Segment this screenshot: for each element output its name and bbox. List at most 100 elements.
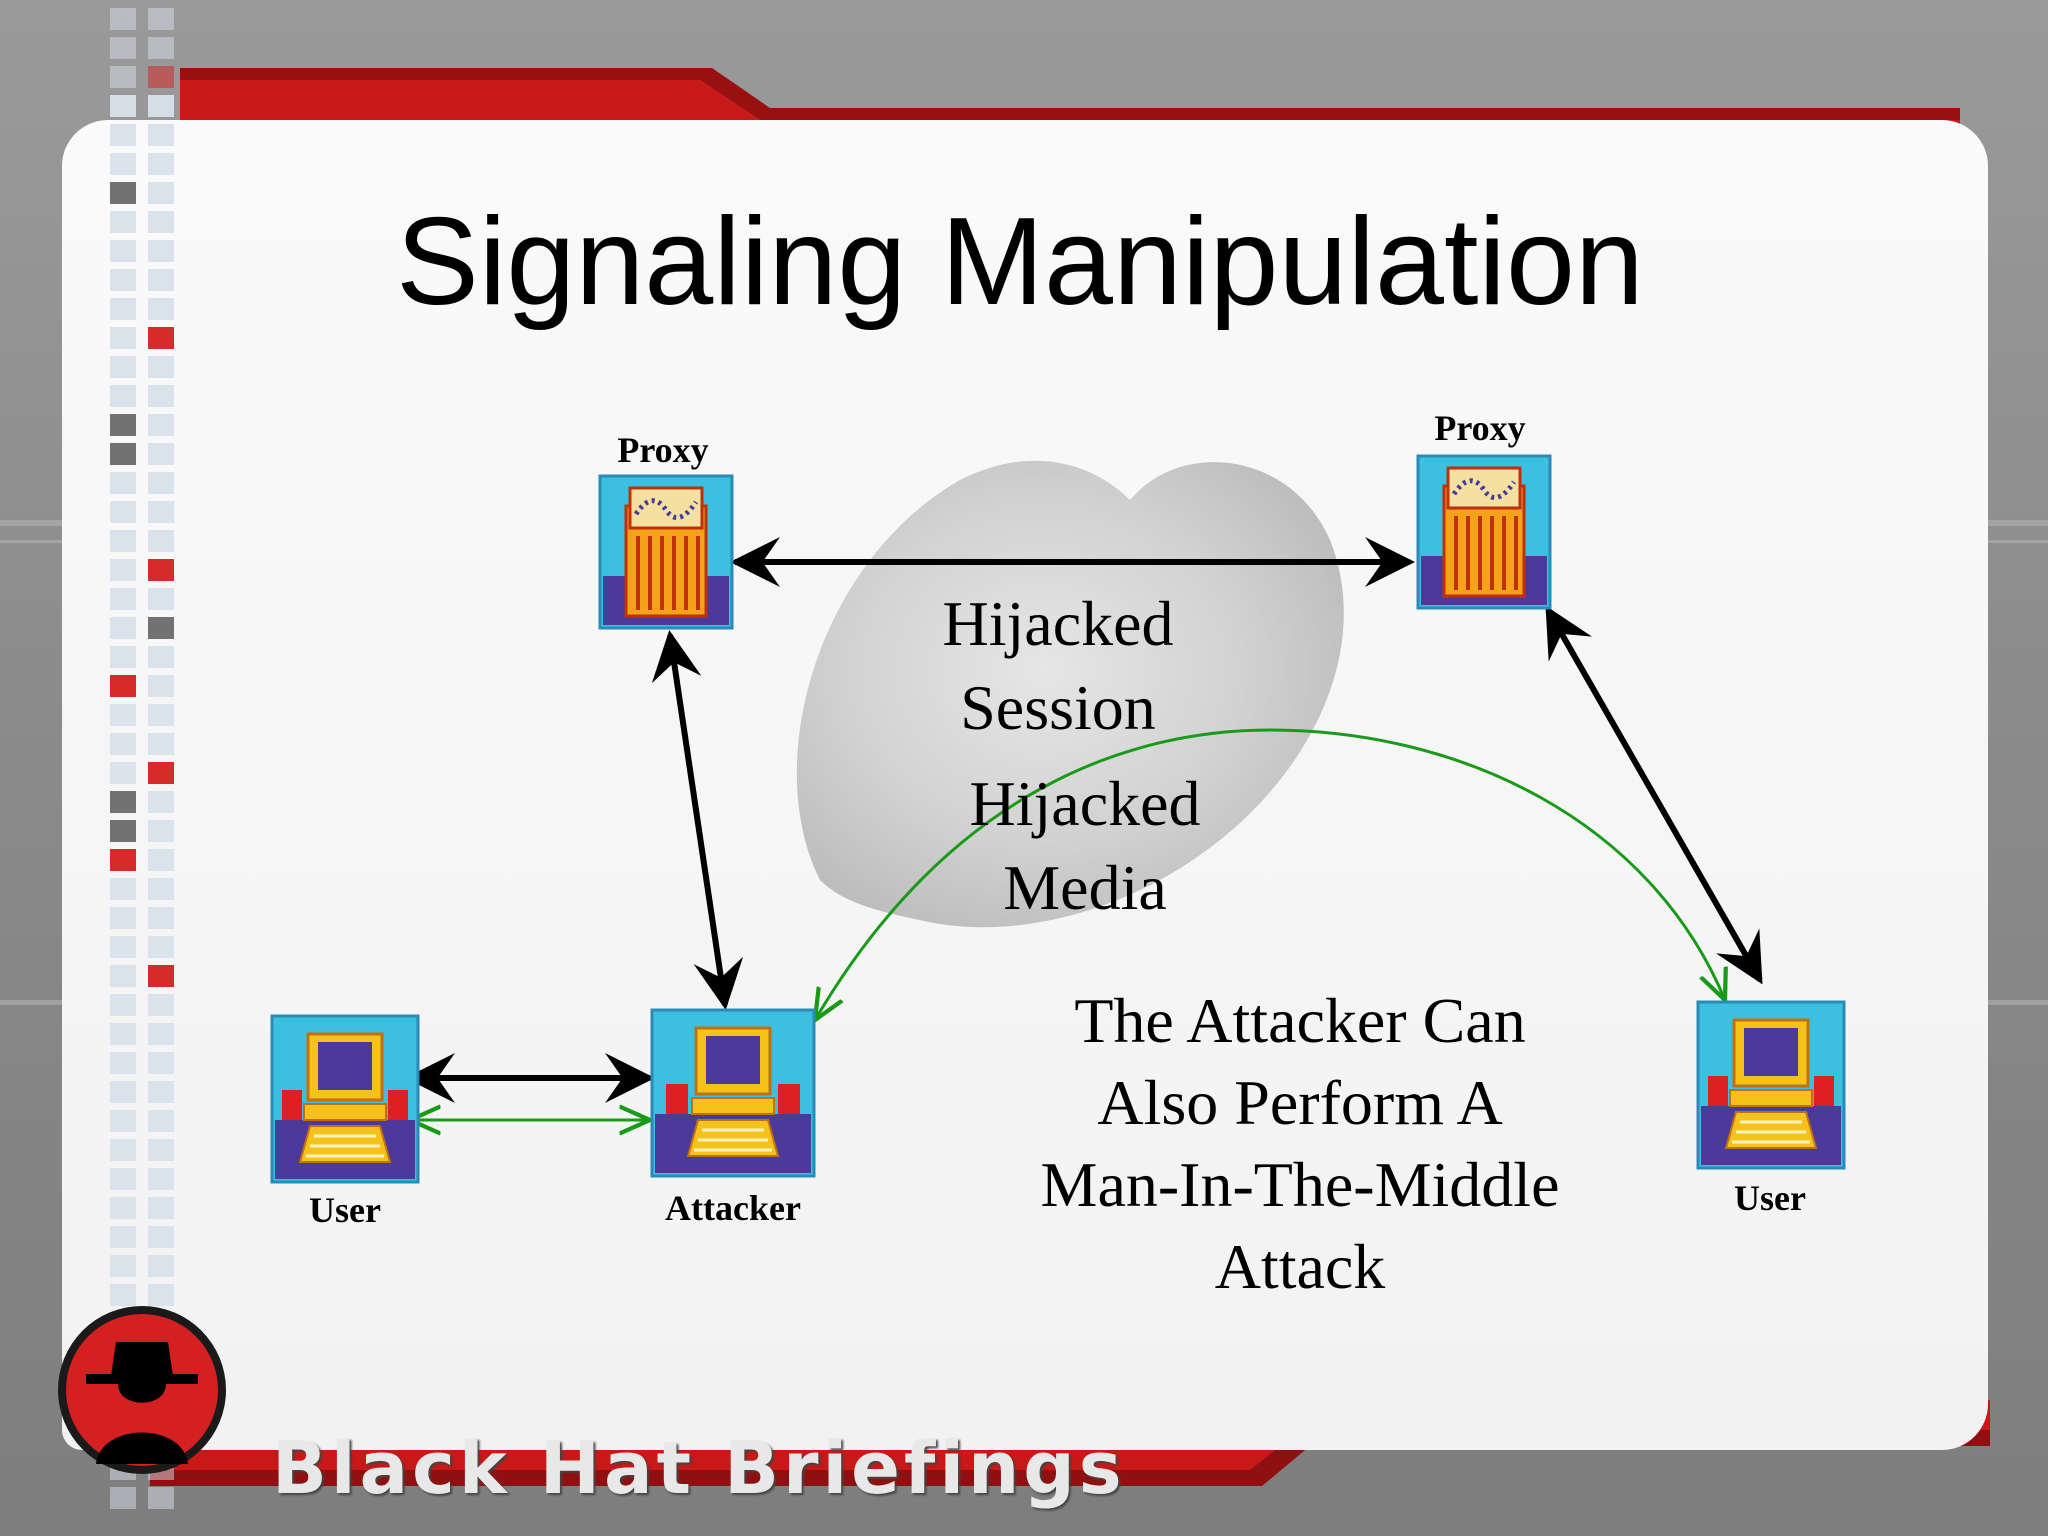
grid-cell	[110, 95, 136, 117]
cloud-text-hijacked-session: Hijacked Session	[828, 582, 1288, 750]
footer-brand-text: Black Hat Briefings	[272, 1426, 1126, 1510]
grid-cell	[110, 820, 136, 842]
grid-cell	[148, 936, 174, 958]
grid-cell	[110, 327, 136, 349]
grid-cell	[110, 1168, 136, 1190]
grid-cell	[148, 1023, 174, 1045]
grid-cell	[148, 211, 174, 233]
proxy-to-attacker-arrow	[651, 630, 744, 1010]
grid-cell	[148, 472, 174, 494]
grid-cell	[110, 936, 136, 958]
user-right-label: User	[1734, 1178, 1806, 1218]
grid-cell	[148, 66, 174, 88]
grid-cell	[110, 1284, 136, 1306]
user-left-label: User	[309, 1190, 381, 1230]
grid-cell	[110, 1487, 136, 1509]
proxy-right-icon	[1416, 454, 1552, 610]
grid-cell	[110, 704, 136, 726]
grid-cell	[148, 704, 174, 726]
grid-cell	[148, 37, 174, 59]
grid-cell	[148, 153, 174, 175]
grid-cell	[148, 1255, 174, 1277]
grid-cell	[148, 1487, 174, 1509]
grid-cell	[110, 762, 136, 784]
grid-cell	[148, 849, 174, 871]
user-left-computer-icon	[270, 1014, 420, 1184]
grid-cell	[110, 240, 136, 262]
grid-cell	[148, 385, 174, 407]
grid-cell	[148, 965, 174, 987]
grid-cell	[148, 1081, 174, 1103]
grid-cell	[148, 1284, 174, 1306]
proxy-left-label: Proxy	[617, 430, 709, 470]
cloud-line-4: Media	[1003, 852, 1167, 923]
grid-cell	[110, 1023, 136, 1045]
grid-cell	[148, 327, 174, 349]
cloud-line-1: Hijacked	[942, 588, 1174, 659]
grid-cell	[148, 1168, 174, 1190]
grid-cell	[110, 1197, 136, 1219]
grid-cell	[148, 559, 174, 581]
grid-cell	[148, 791, 174, 813]
cloud-line-3: Hijacked	[969, 768, 1201, 839]
grid-cell	[110, 1255, 136, 1277]
grid-cell	[110, 588, 136, 610]
grid-cell	[110, 472, 136, 494]
grid-cell	[110, 994, 136, 1016]
grid-cell	[110, 1226, 136, 1248]
grid-cell	[148, 1226, 174, 1248]
grid-cell	[148, 1110, 174, 1132]
mitm-note: The Attacker Can Also Perform A Man-In-T…	[980, 980, 1620, 1308]
attacker-computer-icon	[650, 1008, 816, 1178]
grid-cell	[110, 617, 136, 639]
grid-cell	[110, 878, 136, 900]
grid-cell	[110, 8, 136, 30]
grid-cell	[148, 443, 174, 465]
proxy-to-user-arrow	[1545, 605, 1763, 985]
proxy-left-icon	[598, 474, 734, 630]
grid-cell	[110, 501, 136, 523]
grid-cell	[148, 675, 174, 697]
grid-cell	[110, 530, 136, 552]
grid-cell	[110, 124, 136, 146]
grid-cell	[110, 66, 136, 88]
grid-cell	[148, 588, 174, 610]
grid-cell	[110, 849, 136, 871]
slide-title: Signaling Manipulation	[396, 193, 1644, 331]
grid-cell	[110, 1052, 136, 1074]
grid-cell	[148, 617, 174, 639]
grid-cell	[148, 182, 174, 204]
attacker-label: Attacker	[665, 1188, 801, 1228]
grid-cell	[110, 182, 136, 204]
note-line-4: Attack	[1214, 1231, 1386, 1302]
grid-cell	[110, 385, 136, 407]
grid-cell	[110, 733, 136, 755]
grid-cell	[148, 8, 174, 30]
grid-cell	[148, 269, 174, 291]
grid-cell	[110, 675, 136, 697]
note-line-1: The Attacker Can	[1074, 985, 1526, 1056]
grid-cell	[110, 791, 136, 813]
grid-cell	[148, 762, 174, 784]
grid-cell	[110, 153, 136, 175]
grid-cell	[110, 211, 136, 233]
grid-cell	[148, 820, 174, 842]
grid-cell	[110, 907, 136, 929]
grid-cell	[110, 269, 136, 291]
grid-cell	[148, 298, 174, 320]
grid-cell	[148, 1052, 174, 1074]
grid-cell	[110, 1110, 136, 1132]
grid-cell	[110, 965, 136, 987]
grid-cell	[148, 530, 174, 552]
grid-cell	[148, 240, 174, 262]
note-line-2: Also Perform A	[1097, 1067, 1503, 1138]
grid-cell	[148, 1197, 174, 1219]
grid-cell	[148, 414, 174, 436]
grid-cell	[148, 907, 174, 929]
grid-cell	[148, 124, 174, 146]
grid-cell	[148, 501, 174, 523]
proxy-right-label: Proxy	[1434, 408, 1526, 448]
hijacked-media-arc	[815, 728, 1725, 1020]
cloud-line-2: Session	[960, 672, 1156, 743]
